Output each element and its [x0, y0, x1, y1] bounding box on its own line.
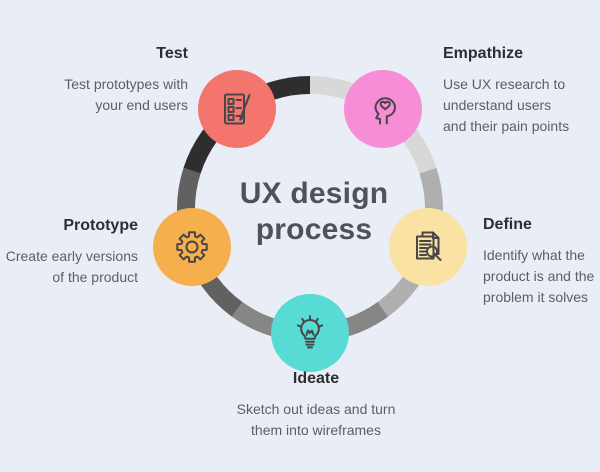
- prototype-step-circle: [153, 208, 231, 286]
- prototype-step-description: Create early versions of the product: [5, 248, 138, 285]
- prototype-step-text: Prototype Create early versions of the p…: [6, 217, 138, 288]
- ideate-step-description: Sketch out ideas and turn them into wire…: [236, 401, 396, 438]
- checklist-pen-icon: [224, 93, 251, 125]
- diagram-title-line2: process: [255, 213, 373, 246]
- head-heart-icon: [374, 97, 396, 125]
- define-step-description: Identify what the product is and the pro…: [483, 247, 595, 305]
- define-step-label: Define: [483, 216, 532, 233]
- test-step-text: Test Test prototypes with your end users: [64, 45, 188, 116]
- ideate-step-text: Ideate Sketch out ideas and turn them in…: [237, 370, 396, 441]
- document-magnifier-icon: [416, 231, 442, 261]
- empathize-step-label: Empathize: [443, 45, 524, 62]
- empathize-step-text: Empathize Use UX research to understand …: [443, 45, 569, 137]
- define-step-circle: [389, 208, 467, 286]
- prototype-step-label: Prototype: [63, 217, 138, 234]
- ideate-step-label: Ideate: [292, 370, 340, 387]
- test-step-description: Test prototypes with your end users: [64, 76, 188, 113]
- lightbulb-icon: [296, 315, 324, 349]
- test-step-label: Test: [156, 45, 188, 62]
- gear-icon: [176, 231, 208, 263]
- ideate-step-circle: [271, 294, 349, 372]
- diagram-title-line1: UX design: [239, 177, 389, 210]
- test-step-circle: [198, 70, 276, 148]
- define-step-text: Define Identify what the product is and …: [483, 216, 594, 308]
- empathize-step-circle: [344, 70, 422, 148]
- empathize-step-description: Use UX research to understand users and …: [443, 76, 570, 134]
- diagram-title: UX design process: [240, 176, 389, 248]
